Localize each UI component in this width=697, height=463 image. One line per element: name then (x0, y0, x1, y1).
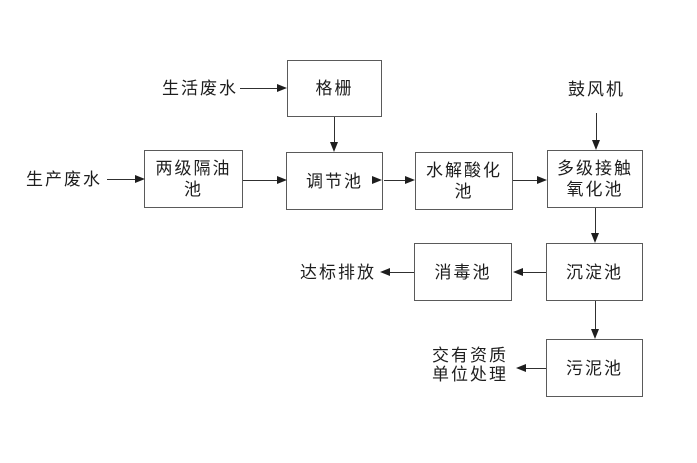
arrow-oxidation-to-sedimentation-shaft (595, 208, 596, 234)
node-hydrolysis: 水解酸化池 (415, 152, 513, 210)
label-discharge: 达标排放 (300, 263, 376, 282)
arrowhead-left-icon (513, 268, 523, 276)
arrowhead-left-icon (516, 364, 526, 372)
arrow-sedimentation-to-sludge-shaft (595, 301, 596, 330)
node-oil-separator: 两级隔油池 (144, 150, 243, 208)
arrowhead-down-icon (591, 233, 599, 243)
node-sedimentation: 沉淀池 (546, 243, 643, 301)
label-blower: 鼓风机 (568, 80, 625, 99)
node-grid: 格栅 (287, 60, 382, 117)
arrow-hydrolysis-to-oxidation-shaft (513, 180, 537, 181)
arrow-sludge-to-disposal-shaft (526, 368, 546, 369)
arrowhead-down-icon (330, 142, 338, 152)
arrow-oil-to-regulating-shaft (243, 180, 277, 181)
arrowhead-right-icon (537, 176, 547, 184)
arrowhead-right-icon (372, 176, 382, 184)
node-sludge: 污泥池 (546, 339, 643, 397)
arrow-disinfection-to-discharge-shaft (390, 272, 414, 273)
arrowhead-right-icon (405, 176, 415, 184)
node-disinfection: 消毒池 (414, 243, 512, 301)
label-production-wastewater: 生产废水 (26, 170, 102, 189)
arrowhead-left-icon (380, 268, 390, 276)
node-oxidation: 多级接触氧化池 (547, 150, 643, 208)
arrowhead-right-icon (277, 176, 287, 184)
arrow-grid-to-regulating-shaft (334, 117, 335, 143)
arrow-sedimentation-to-disinfection-shaft (523, 272, 546, 273)
label-qualified-disposal: 交有资质 单位处理 (432, 346, 508, 384)
arrow-production-to-oil-shaft (107, 179, 136, 180)
arrowhead-right-icon (135, 175, 145, 183)
arrow-domestic-to-grid-shaft (240, 88, 278, 89)
arrowhead-right-icon (277, 84, 287, 92)
arrow-regulating-to-hydrolysis-shaft (384, 180, 405, 181)
arrowhead-down-icon (592, 140, 600, 150)
arrowhead-down-icon (591, 329, 599, 339)
label-domestic-wastewater: 生活废水 (162, 79, 238, 98)
node-regulating: 调节池 (286, 152, 383, 210)
arrow-blower-to-oxidation-shaft (596, 113, 597, 141)
